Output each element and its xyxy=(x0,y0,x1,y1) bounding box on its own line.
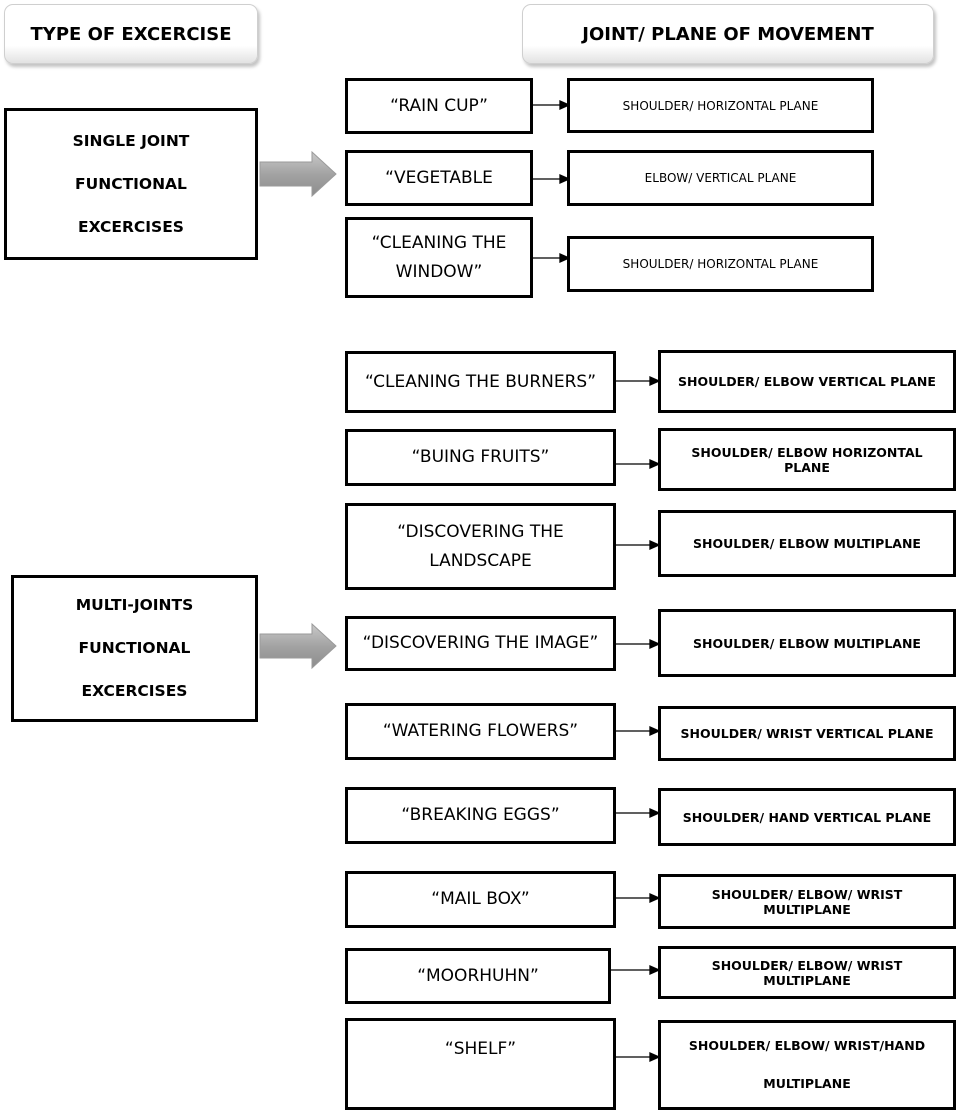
category-label: EXCERCISES xyxy=(81,682,188,700)
plane-box-watering-flowers: SHOULDER/ WRIST VERTICAL PLANE xyxy=(658,706,956,761)
type-of-exercise-header: TYPE OF EXCERCISE xyxy=(4,4,258,64)
exercise-box-discovering-image: “DISCOVERING THE IMAGE” xyxy=(345,616,616,671)
single-joint-category-box: SINGLE JOINT FUNCTIONAL EXCERCISES xyxy=(4,108,258,260)
arrowhead xyxy=(649,964,661,976)
exercise-box-moorhuhn: “MOORHUHN” xyxy=(345,948,611,1004)
exercise-box-mail-box: “MAIL BOX” xyxy=(345,871,616,928)
arrowhead xyxy=(649,892,661,904)
arrowhead xyxy=(649,375,661,387)
plane-box-cleaning-window: SHOULDER/ HORIZONTAL PLANE xyxy=(567,236,874,292)
plane-box-discovering-image: SHOULDER/ ELBOW MULTIPLANE xyxy=(658,609,956,677)
single-category-arrow xyxy=(259,150,337,198)
plane-box-discovering-landscape: SHOULDER/ ELBOW MULTIPLANE xyxy=(658,510,956,577)
plane-box-rain-cup: SHOULDER/ HORIZONTAL PLANE xyxy=(567,78,874,133)
plane-box-vegetable: ELBOW/ VERTICAL PLANE xyxy=(567,150,874,206)
exercise-box-vegetable: “VEGETABLE xyxy=(345,150,533,206)
arrowhead xyxy=(649,725,661,737)
arrowhead xyxy=(649,1051,661,1063)
category-label: MULTI-JOINTS xyxy=(75,596,194,614)
multi-joints-category-box: MULTI-JOINTS FUNCTIONAL EXCERCISES xyxy=(11,575,258,722)
exercise-box-shelf: “SHELF” xyxy=(345,1018,616,1110)
plane-box-moorhuhn: SHOULDER/ ELBOW/ WRIST MULTIPLANE xyxy=(658,946,956,999)
arrowhead xyxy=(559,99,571,111)
exercise-box-watering-flowers: “WATERING FLOWERS” xyxy=(345,703,616,760)
plane-box-breaking-eggs: SHOULDER/ HAND VERTICAL PLANE xyxy=(658,788,956,846)
plane-box-buing-fruits: SHOULDER/ ELBOW HORIZONTAL PLANE xyxy=(658,428,956,491)
exercise-box-cleaning-burners: “CLEANING THE BURNERS” xyxy=(345,351,616,413)
exercise-box-breaking-eggs: “BREAKING EGGS” xyxy=(345,787,616,844)
multi-category-arrow xyxy=(259,622,337,670)
arrowhead xyxy=(559,252,571,264)
category-label: SINGLE JOINT xyxy=(72,131,190,150)
category-label: FUNCTIONAL xyxy=(75,174,187,193)
exercise-box-discovering-landscape: “DISCOVERING THE LANDSCAPE xyxy=(345,503,616,590)
plane-box-cleaning-burners: SHOULDER/ ELBOW VERTICAL PLANE xyxy=(658,350,956,413)
plane-box-shelf: SHOULDER/ ELBOW/ WRIST/HAND MULTIPLANE xyxy=(658,1020,956,1110)
exercise-box-buing-fruits: “BUING FRUITS” xyxy=(345,429,616,486)
exercise-box-rain-cup: “RAIN CUP” xyxy=(345,78,533,134)
arrowhead xyxy=(559,173,571,185)
arrowhead xyxy=(649,807,661,819)
exercise-box-cleaning-window: “CLEANING THE WINDOW” xyxy=(345,217,533,298)
arrowhead xyxy=(649,458,661,470)
joint-plane-header: JOINT/ PLANE OF MOVEMENT xyxy=(522,4,934,64)
plane-box-mail-box: SHOULDER/ ELBOW/ WRIST MULTIPLANE xyxy=(658,874,956,929)
category-label: FUNCTIONAL xyxy=(78,639,191,657)
arrowhead xyxy=(649,638,661,650)
category-label: EXCERCISES xyxy=(78,217,184,236)
arrowhead xyxy=(649,539,661,551)
